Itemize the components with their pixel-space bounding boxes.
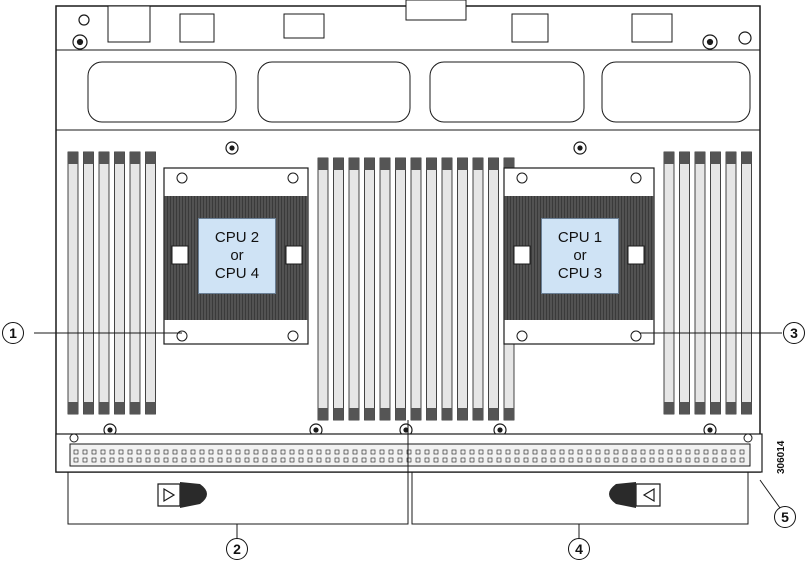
dimm-slot (83, 151, 94, 415)
cpu-label-left-line2: or (230, 247, 244, 264)
top-screws (72, 14, 752, 155)
dimm-slot (67, 151, 79, 415)
dimm-slot (488, 157, 499, 421)
dimm-slot (426, 157, 437, 421)
dimm-slot (348, 157, 360, 421)
cpu-label-right-line1: CPU 1 (557, 229, 603, 246)
board-openings (87, 61, 751, 123)
dimm-slot (410, 157, 422, 421)
callout-1: 1 (2, 322, 24, 344)
dimm-slot (725, 151, 737, 415)
callout-3: 3 (783, 322, 805, 344)
dimm-slot (694, 151, 706, 415)
cpu-label-right: CPU 1 or CPU 3 (541, 218, 619, 294)
dimm-slot (145, 151, 156, 415)
dimm-slot (710, 151, 721, 415)
callout-5: 5 (774, 506, 796, 528)
bottom-screws (103, 423, 717, 437)
dimm-slot (379, 157, 391, 421)
dimm-slot (663, 151, 675, 415)
callout-4: 4 (568, 538, 590, 560)
dimm-slot (395, 157, 406, 421)
dimm-slot (364, 157, 375, 421)
dimm-slot (98, 151, 110, 415)
dimm-slot (317, 157, 329, 421)
callout-2: 2 (226, 538, 248, 560)
dimm-slot (679, 151, 690, 415)
top-connectors (107, 0, 673, 43)
dimm-slot (114, 151, 125, 415)
ejector-lever-left (157, 482, 207, 508)
callout-leaders (34, 332, 782, 538)
cpu-label-left-line1: CPU 2 (214, 229, 260, 246)
cpu-label-left-line3: CPU 4 (214, 265, 260, 282)
cpu-label-right-line3: CPU 3 (557, 265, 603, 282)
cpu-label-right-line2: or (573, 247, 587, 264)
cpu-label-left: CPU 2 or CPU 4 (198, 218, 276, 294)
dimm-slot (472, 157, 484, 421)
dimm-slot (457, 157, 468, 421)
dimm-slot (333, 157, 344, 421)
figure-id: 306014 (776, 440, 787, 474)
dimm-slot (741, 151, 752, 415)
dimm-slot (441, 157, 453, 421)
front-bezel (55, 433, 763, 473)
dimm-slot (129, 151, 141, 415)
dimm-slots (67, 151, 752, 421)
bezel-rail-ticks (73, 449, 745, 463)
ejector-lever-right (609, 482, 661, 508)
